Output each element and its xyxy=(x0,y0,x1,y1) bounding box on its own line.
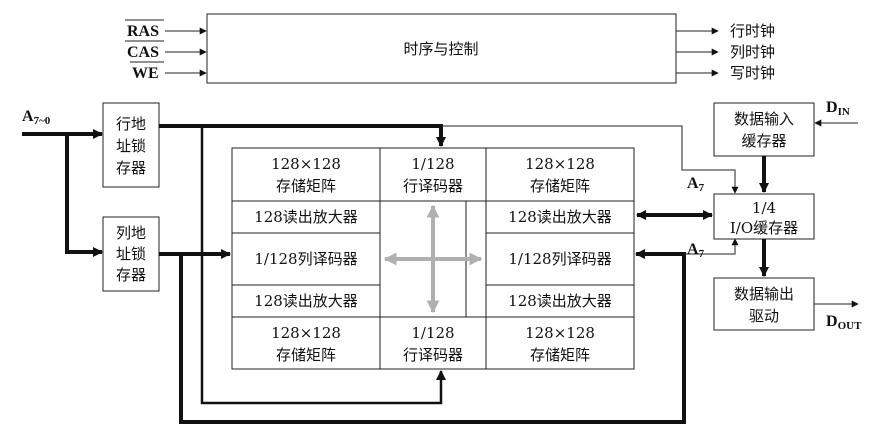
matrix-tl-line-1: 128×128 xyxy=(271,155,341,173)
row-latch-line-1: 行地 xyxy=(116,115,146,133)
matrix-tl-line-2: 存储矩阵 xyxy=(276,177,336,195)
row-latch-to-bottom-decoder xyxy=(200,126,446,405)
sense-amp-lower-right xyxy=(485,284,635,318)
din-main: D xyxy=(826,99,838,116)
col-latch-a7-line xyxy=(684,238,739,255)
col-latch-line-1: 列地 xyxy=(116,224,146,242)
matrix-bl-line-2: 存储矩阵 xyxy=(276,346,336,364)
sense-amp-upper-left xyxy=(231,200,381,234)
row-decoder-top xyxy=(379,147,487,202)
col-decoder-right xyxy=(485,232,635,286)
a7-upper-sub: 7 xyxy=(699,182,705,194)
row-decoder-bottom-line-1: 1/128 xyxy=(411,324,454,342)
address-input-label: A7~0 xyxy=(22,108,51,127)
data-input-buffer-block xyxy=(713,102,815,157)
address-input-main: A xyxy=(22,108,34,125)
io-buffer-line-2: I/O缓存器 xyxy=(730,219,798,237)
a7-upper-main: A xyxy=(687,175,699,192)
dout-main: D xyxy=(826,313,838,330)
matrix-top-right xyxy=(485,147,635,202)
din-label: DIN xyxy=(826,99,850,118)
matrix-bottom-left xyxy=(231,316,381,370)
dout-sub: OUT xyxy=(838,320,863,332)
sense-amp-lr-label: 128读出放大器 xyxy=(508,292,612,310)
input-buffer-line-2: 缓存器 xyxy=(741,132,786,150)
row-latch-a7-line xyxy=(441,125,739,194)
sense-amp-ur-label: 128读出放大器 xyxy=(508,208,612,226)
a7-lower-sub: 7 xyxy=(699,248,705,260)
output-driver-line-2: 驱动 xyxy=(749,307,779,325)
col-latch-to-right-decoder xyxy=(179,249,686,424)
io-buffer-line-1: 1/4 xyxy=(752,199,776,217)
col-latch-line-3: 存器 xyxy=(116,266,146,284)
row-decoder-bottom-line-2: 行译码器 xyxy=(403,346,463,364)
input-buffer-line-1: 数据输入 xyxy=(734,110,794,128)
din-sub: IN xyxy=(838,106,850,118)
row-decoder-top-line-2: 行译码器 xyxy=(403,177,463,195)
matrix-top-left xyxy=(231,147,381,202)
row-clock-label: 行时钟 xyxy=(730,22,775,40)
data-output-driver-block xyxy=(713,277,815,331)
timing-control-block xyxy=(206,13,677,84)
io-buffer-block xyxy=(713,193,815,240)
matrix-br-line-2: 存储矩阵 xyxy=(530,346,590,364)
matrix-bl-line-1: 128×128 xyxy=(271,324,341,342)
col-decoder-left-label: 1/128列译码器 xyxy=(254,250,357,268)
sense-amp-ul-label: 128读出放大器 xyxy=(254,208,358,226)
write-clock-label: 写时钟 xyxy=(730,64,775,82)
matrix-tr-line-1: 128×128 xyxy=(525,155,595,173)
address-bus-to-col-latch xyxy=(22,132,102,254)
row-latch-line-3: 存器 xyxy=(116,159,146,177)
matrix-tr-line-2: 存储矩阵 xyxy=(530,177,590,195)
address-input-sub: 7~0 xyxy=(34,115,51,127)
timing-control-label: 时序与控制 xyxy=(403,40,478,58)
a7-label-lower: A7 xyxy=(687,241,705,260)
dout-label: DOUT xyxy=(826,313,862,332)
col-decoder-left xyxy=(231,232,381,286)
row-address-latch-block xyxy=(102,102,160,188)
col-latch-line-2: 址锁 xyxy=(116,245,146,263)
row-latch-line-2: 址锁 xyxy=(116,137,146,155)
col-decoder-right-label: 1/128列译码器 xyxy=(508,250,611,268)
sense-amp-ll-label: 128读出放大器 xyxy=(254,292,358,310)
ras-signal-label: RAS xyxy=(127,23,159,40)
a7-lower-main: A xyxy=(687,241,699,258)
sense-amp-upper-right xyxy=(485,200,635,234)
matrix-bottom-right xyxy=(485,316,635,370)
sense-amp-lower-left xyxy=(231,284,381,318)
output-driver-line-1: 数据输出 xyxy=(734,285,794,303)
a7-label-upper: A7 xyxy=(687,175,705,194)
row-decoder-top-line-1: 1/128 xyxy=(411,155,454,173)
we-signal-label: WE xyxy=(132,65,159,82)
col-clock-label: 列时钟 xyxy=(730,43,775,61)
cas-signal-label: CAS xyxy=(127,44,159,61)
row-decoder-bottom xyxy=(379,316,487,370)
matrix-br-line-1: 128×128 xyxy=(525,324,595,342)
